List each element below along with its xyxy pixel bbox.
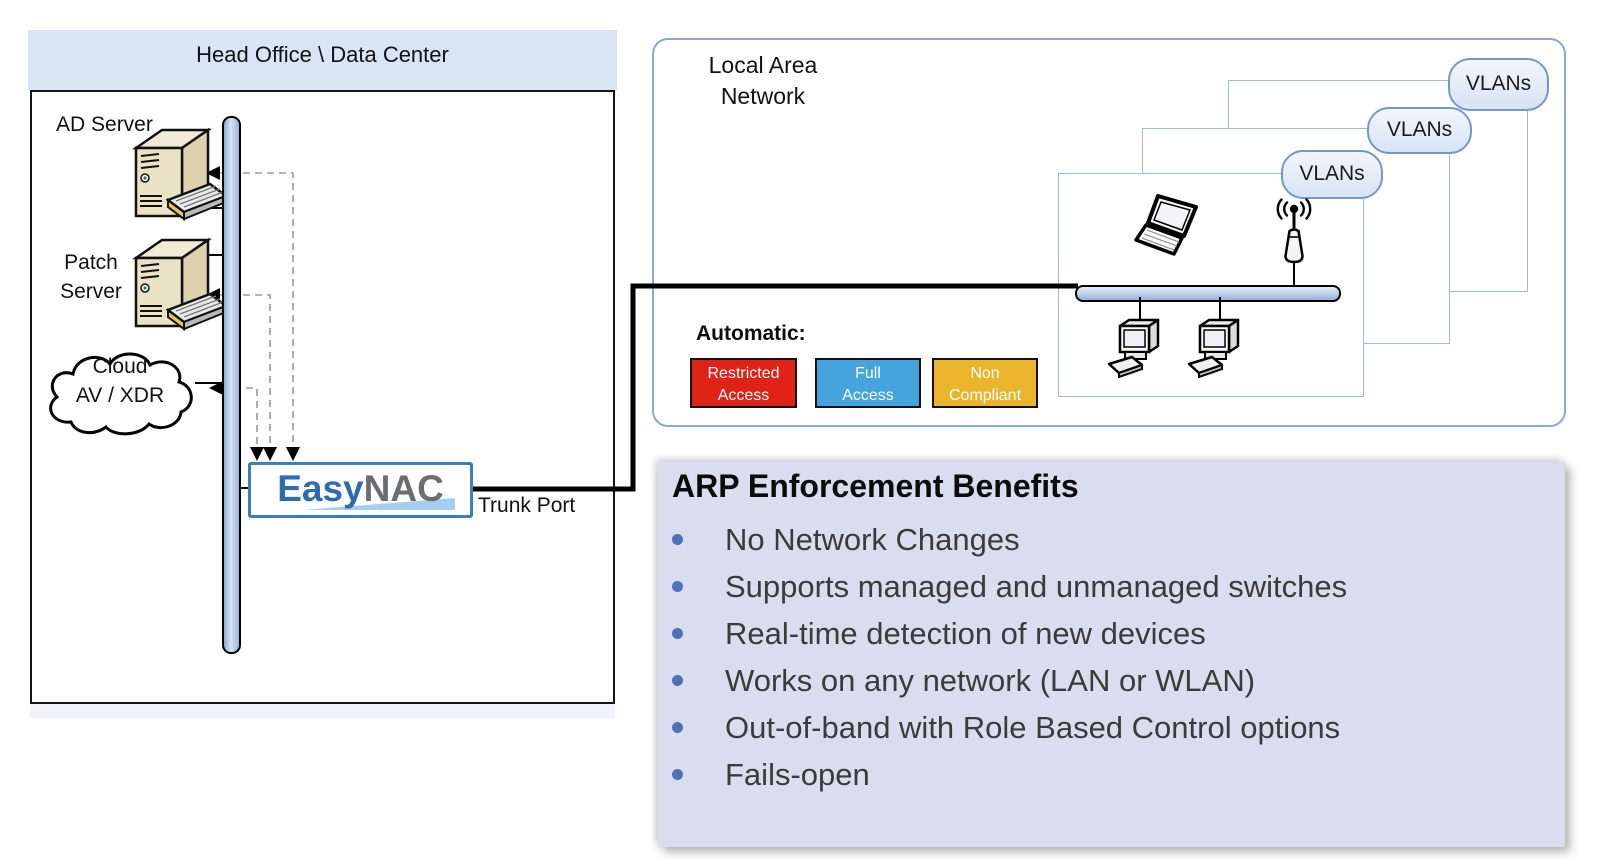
laptop-icon <box>1134 194 1198 256</box>
bullet-icon <box>672 581 683 592</box>
benefit-item: Supports managed and unmanaged switches <box>672 563 1552 610</box>
patch-server-icon <box>131 237 229 331</box>
benefit-item: Works on any network (LAN or WLAN) <box>672 657 1552 704</box>
bullet-icon <box>672 675 683 686</box>
full-access-badge: Full Access <box>815 358 921 408</box>
automatic-label: Automatic: <box>696 322 806 345</box>
easynac-logo: EasyNAC <box>277 468 444 509</box>
desktop-pc-icon <box>1187 318 1240 378</box>
head-office-header-band <box>28 30 617 90</box>
benefit-item: Fails-open <box>672 751 1552 798</box>
benefits-title: ARP Enforcement Benefits <box>672 468 1079 504</box>
easynac-appliance: EasyNAC <box>248 462 473 518</box>
access-point-icon <box>1276 198 1312 264</box>
restricted-access-badge: Restricted Access <box>690 358 797 408</box>
non-compliant-badge: Non Compliant <box>932 358 1038 408</box>
lan-switch-bus <box>1075 285 1341 302</box>
head-office-title: Head Office \ Data Center <box>196 42 449 67</box>
cloud-icon <box>49 352 193 436</box>
trunk-port-label: Trunk Port <box>478 494 576 517</box>
benefit-item: Real-time detection of new devices <box>672 610 1552 657</box>
benefit-item: No Network Changes <box>672 516 1552 563</box>
core-switch-bus <box>222 116 241 654</box>
ad-server-label: AD Server <box>56 113 153 136</box>
ad-server-icon <box>131 127 229 221</box>
bullet-icon <box>672 769 683 780</box>
patch-server-label: Patch Server <box>60 251 122 303</box>
bullet-icon <box>672 628 683 639</box>
cloud-label: Cloud AV / XDR <box>75 355 165 407</box>
bullet-icon <box>672 534 683 545</box>
benefits-list: No Network Changes Supports managed and … <box>672 516 1552 798</box>
lan-title: Local Area Network <box>708 52 818 109</box>
easynac-swoosh <box>303 498 455 510</box>
head-office-bottom-strip <box>30 704 615 718</box>
benefit-item: Out-of-band with Role Based Control opti… <box>672 704 1552 751</box>
desktop-pc-icon <box>1107 318 1160 378</box>
vlan-badge-middle: VLANs <box>1367 107 1472 154</box>
vlan-badge-back: VLANs <box>1448 58 1549 111</box>
bullet-icon <box>672 722 683 733</box>
benefits-panel <box>658 462 1565 847</box>
vlan-badge-front: VLANs <box>1281 150 1383 199</box>
